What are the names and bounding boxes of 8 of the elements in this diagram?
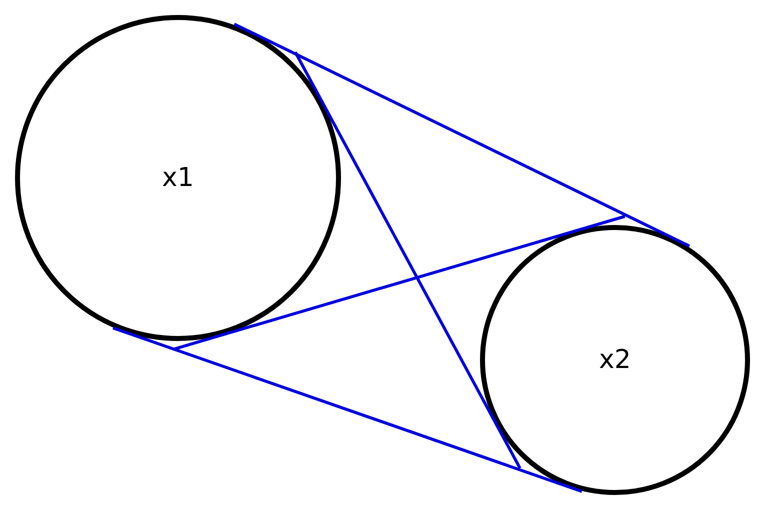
tangent-line <box>112 326 582 493</box>
circle-node <box>15 15 341 341</box>
circle-label: x2 <box>599 345 631 375</box>
tangent-line <box>294 51 522 469</box>
tangent-line <box>174 214 626 350</box>
circle-label: x1 <box>162 163 194 193</box>
circle-node <box>480 225 750 495</box>
tangent-line <box>234 22 690 248</box>
